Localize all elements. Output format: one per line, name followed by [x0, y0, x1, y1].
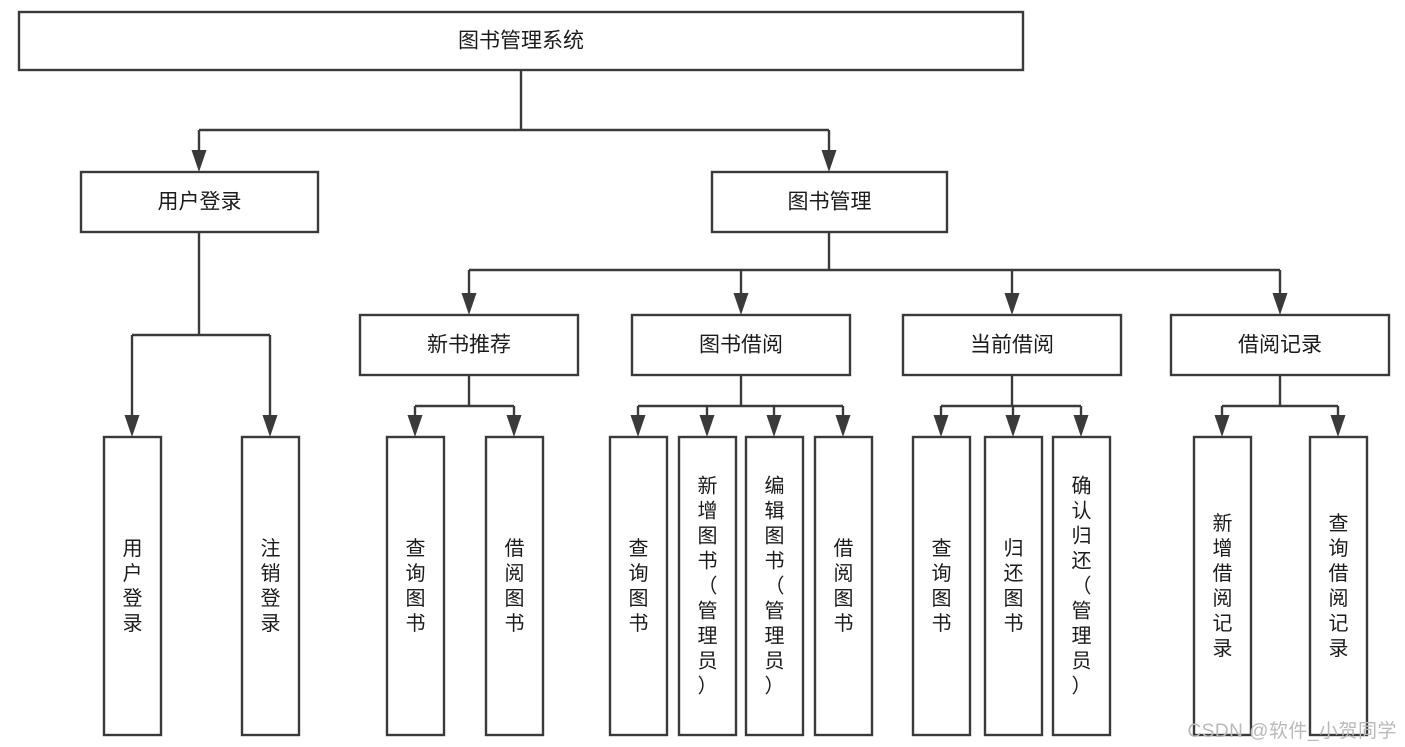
- edge-book-borrow: [630, 375, 851, 437]
- arrow-head-icon: [461, 293, 477, 315]
- node-root[interactable]: 图书管理系统: [17, 10, 1025, 72]
- node-user-login[interactable]: 用户登录: [79, 170, 320, 234]
- arrow-head-icon: [506, 415, 522, 437]
- node-label-leaf-query-record: 查询借阅记录: [1329, 512, 1349, 660]
- node-box-root[interactable]: [17, 10, 1025, 72]
- edge-new-book-rec: [407, 375, 522, 437]
- node-label-current-borrow: 当前借阅: [970, 334, 1054, 357]
- node-leaf-query-book-3[interactable]: 查询图书: [911, 435, 972, 737]
- node-label-new-book-rec: 新书推荐: [427, 334, 511, 357]
- node-leaf-edit-book[interactable]: 编辑图书（管理员）: [744, 435, 805, 737]
- node-book-borrow[interactable]: 图书借阅: [630, 313, 852, 377]
- arrow-head-icon: [821, 150, 837, 172]
- node-box-leaf-query-record[interactable]: [1308, 435, 1369, 737]
- node-leaf-return-book[interactable]: 归还图书: [983, 435, 1044, 737]
- node-box-leaf-query-book-3[interactable]: [911, 435, 972, 737]
- node-box-leaf-borrow-book-1[interactable]: [484, 435, 545, 737]
- node-borrow-record[interactable]: 借阅记录: [1169, 313, 1391, 377]
- edge-book-manage: [461, 232, 1288, 315]
- node-leaf-query-book-1[interactable]: 查询图书: [385, 435, 446, 737]
- node-box-current-borrow[interactable]: [901, 313, 1123, 377]
- arrow-head-icon: [766, 415, 782, 437]
- arrow-head-icon: [262, 415, 278, 437]
- arrow-head-icon: [407, 415, 423, 437]
- node-box-book-manage[interactable]: [710, 170, 949, 234]
- node-box-leaf-logout[interactable]: [240, 435, 301, 737]
- arrow-head-icon: [1073, 415, 1089, 437]
- node-label-leaf-query-book-3: 查询图书: [932, 537, 952, 635]
- node-box-leaf-return-book[interactable]: [983, 435, 1044, 737]
- node-leaf-confirm-return[interactable]: 确认归还（管理员）: [1051, 435, 1112, 737]
- node-label-root: 图书管理系统: [458, 30, 584, 53]
- node-label-leaf-query-book-2: 查询图书: [629, 537, 649, 635]
- edge-borrow-record: [1214, 375, 1346, 437]
- node-box-borrow-record[interactable]: [1169, 313, 1391, 377]
- arrow-head-icon: [124, 415, 140, 437]
- node-box-leaf-confirm-return[interactable]: [1051, 435, 1112, 737]
- arrow-head-icon: [1272, 293, 1288, 315]
- arrow-head-icon: [733, 293, 749, 315]
- node-label-book-borrow: 图书借阅: [699, 334, 783, 357]
- node-leaf-borrow-book-1[interactable]: 借阅图书: [484, 435, 545, 737]
- node-label-book-manage: 图书管理: [788, 191, 872, 214]
- node-label-leaf-user-login: 用户登录: [123, 538, 143, 635]
- node-box-leaf-query-book-1[interactable]: [385, 435, 446, 737]
- node-box-leaf-borrow-book-2[interactable]: [813, 435, 874, 737]
- node-leaf-add-book[interactable]: 新增图书（管理员）: [677, 435, 738, 737]
- node-box-book-borrow[interactable]: [630, 313, 852, 377]
- node-new-book-rec[interactable]: 新书推荐: [358, 313, 580, 377]
- node-label-leaf-borrow-book-1: 借阅图书: [505, 537, 525, 635]
- node-label-leaf-add-book: 新增图书（管理员）: [698, 475, 718, 698]
- watermark-text: CSDN @软件_小贺同学: [1187, 721, 1397, 742]
- edge-user-login: [124, 232, 278, 437]
- node-label-leaf-add-record: 新增借阅记录: [1213, 512, 1233, 660]
- node-label-borrow-record: 借阅记录: [1238, 334, 1322, 357]
- arrow-head-icon: [835, 415, 851, 437]
- connectors-layer: [124, 70, 1346, 437]
- edge-root: [191, 70, 837, 172]
- node-label-leaf-query-book-1: 查询图书: [406, 537, 426, 635]
- node-label-leaf-edit-book: 编辑图书（管理员）: [765, 475, 785, 698]
- node-leaf-user-login[interactable]: 用户登录: [102, 435, 163, 737]
- node-label-leaf-confirm-return: 确认归还（管理员）: [1072, 475, 1092, 698]
- node-leaf-logout[interactable]: 注销登录: [240, 435, 301, 737]
- nodes-layer: 图书管理系统用户登录图书管理新书推荐图书借阅当前借阅借阅记录用户登录注销登录查询…: [17, 10, 1391, 737]
- arrow-head-icon: [1004, 293, 1020, 315]
- arrow-head-icon: [1330, 415, 1346, 437]
- node-label-leaf-logout: 注销登录: [261, 537, 281, 635]
- arrow-head-icon: [191, 150, 207, 172]
- node-box-new-book-rec[interactable]: [358, 313, 580, 377]
- node-label-leaf-borrow-book-2: 借阅图书: [834, 537, 854, 635]
- arrow-head-icon: [933, 415, 949, 437]
- arrow-head-icon: [630, 415, 646, 437]
- node-leaf-add-record[interactable]: 新增借阅记录: [1192, 435, 1253, 737]
- node-box-leaf-add-book[interactable]: [677, 435, 738, 737]
- node-current-borrow[interactable]: 当前借阅: [901, 313, 1123, 377]
- node-box-leaf-edit-book[interactable]: [744, 435, 805, 737]
- edge-current-borrow: [933, 375, 1089, 437]
- arrow-head-icon: [699, 415, 715, 437]
- node-leaf-borrow-book-2[interactable]: 借阅图书: [813, 435, 874, 737]
- node-label-user-login: 用户登录: [158, 191, 242, 214]
- node-box-leaf-query-book-2[interactable]: [608, 435, 669, 737]
- node-box-user-login[interactable]: [79, 170, 320, 234]
- node-box-leaf-user-login[interactable]: [102, 435, 163, 737]
- node-leaf-query-record[interactable]: 查询借阅记录: [1308, 435, 1369, 737]
- node-leaf-query-book-2[interactable]: 查询图书: [608, 435, 669, 737]
- arrow-head-icon: [1214, 415, 1230, 437]
- node-box-leaf-add-record[interactable]: [1192, 435, 1253, 737]
- node-book-manage[interactable]: 图书管理: [710, 170, 949, 234]
- arrow-head-icon: [1005, 415, 1021, 437]
- node-label-leaf-return-book: 归还图书: [1004, 537, 1024, 635]
